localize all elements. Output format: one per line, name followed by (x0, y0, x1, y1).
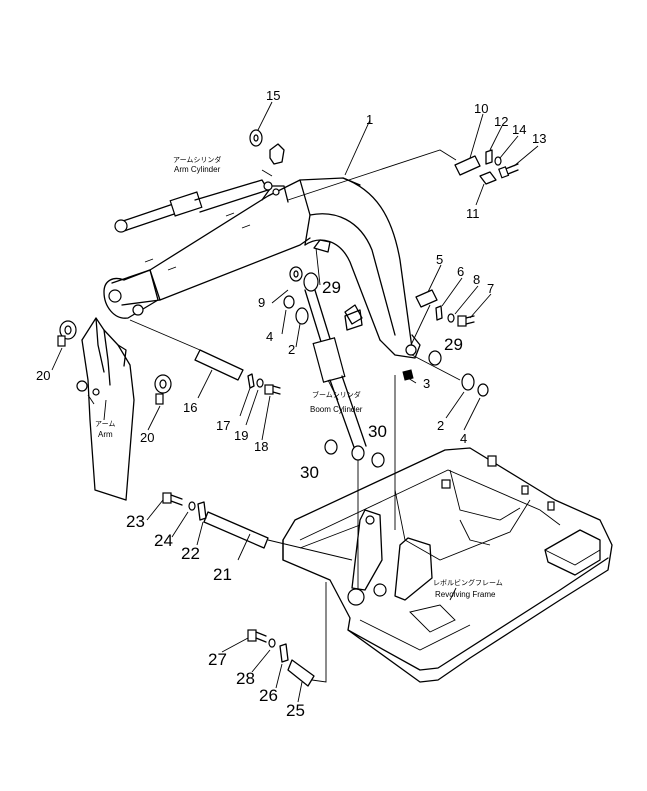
hardware (57, 129, 519, 687)
callout-10: 10 (474, 101, 488, 116)
callout-9: 9 (258, 295, 265, 310)
callout-23: 23 (126, 512, 145, 531)
callout-13: 13 (532, 131, 546, 146)
callout-29-lower: 29 (444, 335, 463, 354)
arm-cylinder-label-jp: アームシリンダ (173, 155, 221, 164)
callout-6: 6 (457, 264, 464, 279)
arm-label-en: Arm (98, 430, 113, 439)
callout-21: 21 (213, 565, 232, 584)
callouts: 15 1 10 12 14 13 11 5 6 8 7 9 29 4 2 29 … (36, 88, 546, 720)
callout-14: 14 (512, 122, 526, 137)
arm-cylinder (114, 179, 273, 233)
boom-cylinder-label-en: Boom Cylinder (310, 405, 363, 414)
revolving-frame-label-en: Revolving Frame (435, 590, 496, 599)
name-labels: アームシリンダ Arm Cylinder ブームシリンダ Boom Cylind… (95, 155, 503, 599)
callout-29-upper: 29 (322, 278, 341, 297)
revolving-frame-label-jp: レボルビングフレーム (433, 578, 503, 587)
callout-4-upper: 4 (266, 329, 273, 344)
callout-2-upper: 2 (288, 342, 295, 357)
callout-4-lower: 4 (460, 431, 467, 446)
callout-2-lower: 2 (437, 418, 444, 433)
callout-8: 8 (473, 272, 480, 287)
callout-25: 25 (286, 701, 305, 720)
callout-22: 22 (181, 544, 200, 563)
callout-24: 24 (154, 531, 173, 550)
arm-label-jp: アーム (95, 420, 115, 428)
callout-27: 27 (208, 650, 227, 669)
callout-7: 7 (487, 281, 494, 296)
callout-3: 3 (423, 376, 430, 391)
callout-17: 17 (216, 418, 230, 433)
callout-30-left: 30 (300, 463, 319, 482)
callout-5: 5 (436, 252, 443, 267)
arm (76, 317, 135, 501)
boom-cylinder-label-jp: ブームシリンダ (312, 390, 361, 399)
callout-20-right: 20 (140, 430, 154, 445)
callout-28: 28 (236, 669, 255, 688)
callout-1: 1 (366, 112, 373, 127)
arm-cylinder-label-en: Arm Cylinder (174, 165, 221, 174)
boom (103, 177, 421, 359)
leader-lines (51, 101, 539, 703)
revolving-frame (282, 447, 613, 683)
callout-20-left: 20 (36, 368, 50, 383)
boom-cylinder (303, 272, 367, 461)
callout-11: 11 (466, 206, 480, 221)
callout-15: 15 (266, 88, 280, 103)
callout-12: 12 (494, 114, 508, 129)
callout-16: 16 (183, 400, 197, 415)
callout-30-right: 30 (368, 422, 387, 441)
callout-26: 26 (259, 686, 278, 705)
callout-19: 19 (234, 428, 248, 443)
callout-18: 18 (254, 439, 268, 454)
